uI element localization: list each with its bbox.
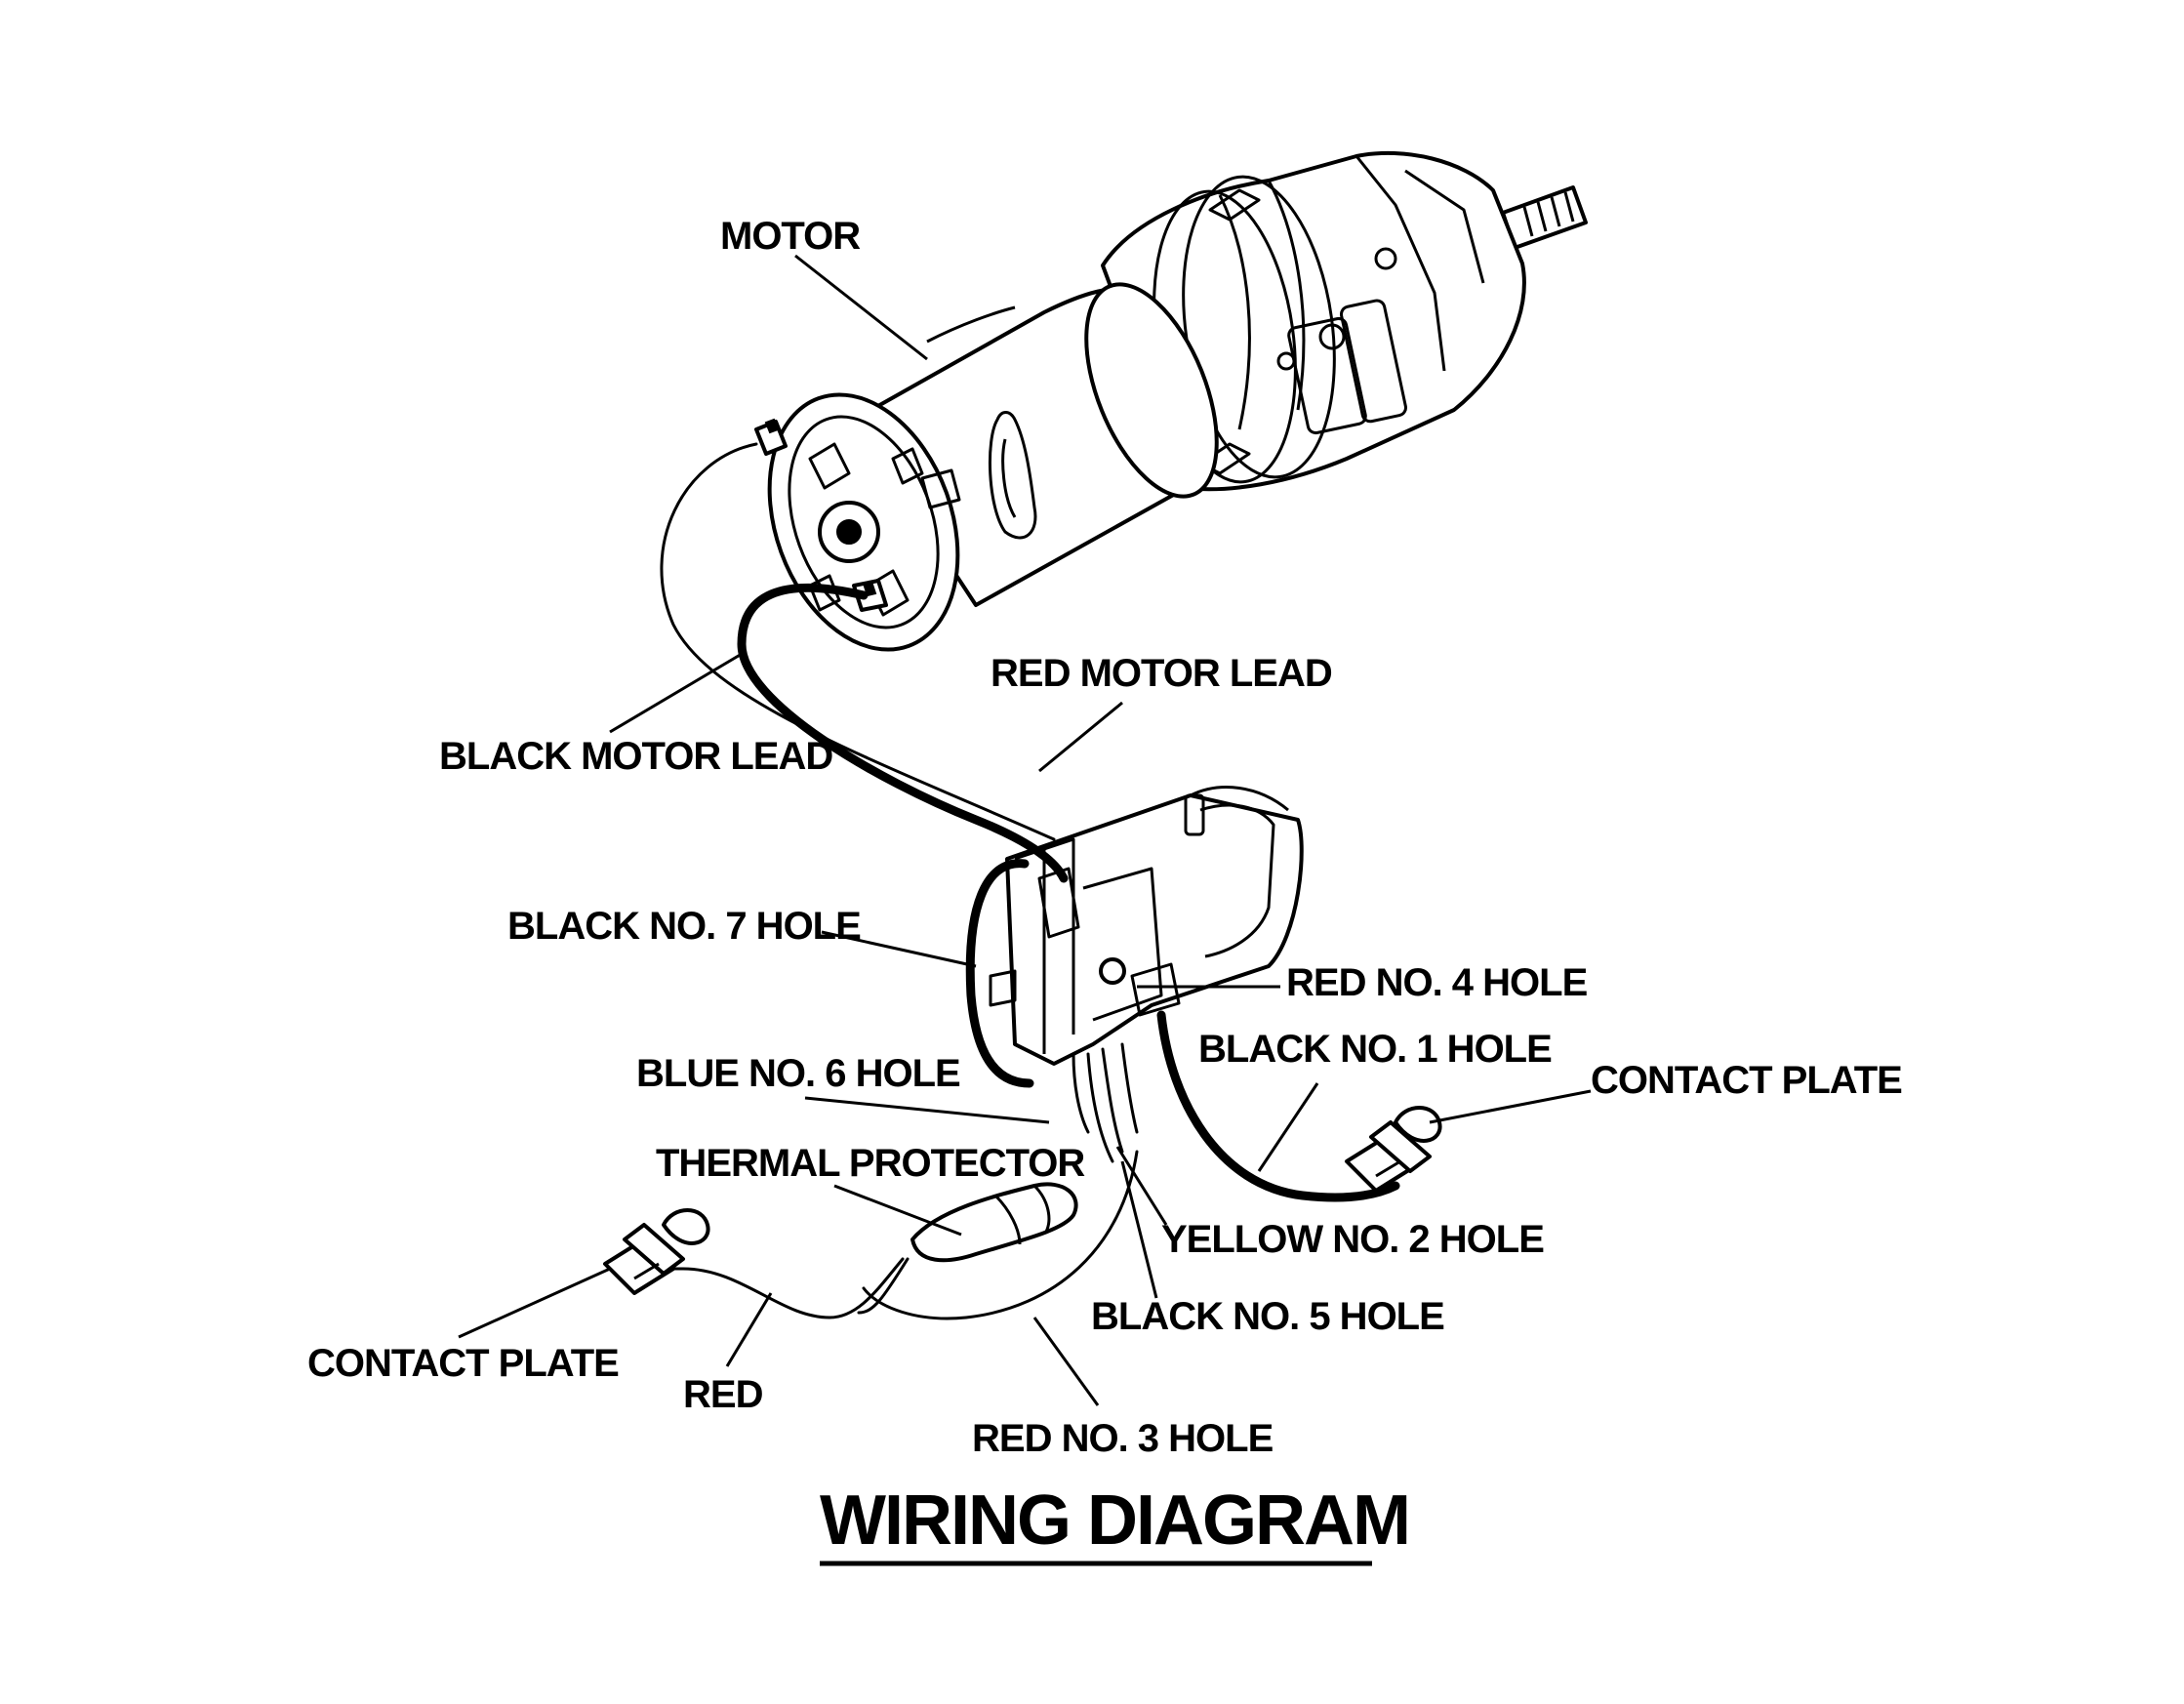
motor-shaft xyxy=(1501,185,1588,250)
red-motor-lead-label: RED MOTOR LEAD xyxy=(991,652,1332,695)
contact-plate-left-part xyxy=(603,1208,710,1295)
black-no1-hole-label: BLACK NO. 1 HOLE xyxy=(1198,1028,1552,1071)
black-no7-wire xyxy=(965,859,1034,1088)
black-motor-lead-label: BLACK MOTOR LEAD xyxy=(439,735,832,778)
motor-illustration xyxy=(754,150,1588,652)
blue-no6-hole-label: BLUE NO. 6 HOLE xyxy=(636,1052,960,1095)
black-no7-hole-label: BLACK NO. 7 HOLE xyxy=(507,905,861,948)
motor-label: MOTOR xyxy=(720,215,861,258)
labels: MOTOR RED MOTOR LEAD BLACK MOTOR LEAD BL… xyxy=(307,215,1903,1460)
red-no3-wire xyxy=(862,1150,1139,1320)
red-motor-lead-wire xyxy=(660,442,1056,841)
red-label: RED xyxy=(683,1373,763,1416)
trigger-switch xyxy=(989,786,1304,1066)
contact-plate-right-part xyxy=(1345,1106,1442,1193)
yellow-no2-hole-label: YELLOW NO. 2 HOLE xyxy=(1161,1218,1544,1261)
diagram-title: WIRING DIAGRAM xyxy=(820,1481,1411,1566)
wiring xyxy=(623,442,1400,1320)
red-no3-hole-label: RED NO. 3 HOLE xyxy=(972,1417,1274,1460)
motor-terminals xyxy=(754,418,888,612)
black-motor-lead-wire xyxy=(737,583,1069,883)
motor-can xyxy=(852,282,1219,607)
red-no4-hole-label: RED NO. 4 HOLE xyxy=(1286,961,1588,1004)
black-no5-hole-label: BLACK NO. 5 HOLE xyxy=(1091,1295,1444,1338)
leader-lines xyxy=(458,254,1592,1406)
page-title: WIRING DIAGRAM xyxy=(820,1481,1409,1560)
black-no1-wire xyxy=(1156,1010,1400,1202)
thermal-protector xyxy=(910,1182,1078,1263)
contact-plate-right-label: CONTACT PLATE xyxy=(1591,1059,1902,1102)
contact-plate-left-label: CONTACT PLATE xyxy=(307,1342,619,1385)
thermal-protector-label: THERMAL PROTECTOR xyxy=(656,1142,1085,1185)
